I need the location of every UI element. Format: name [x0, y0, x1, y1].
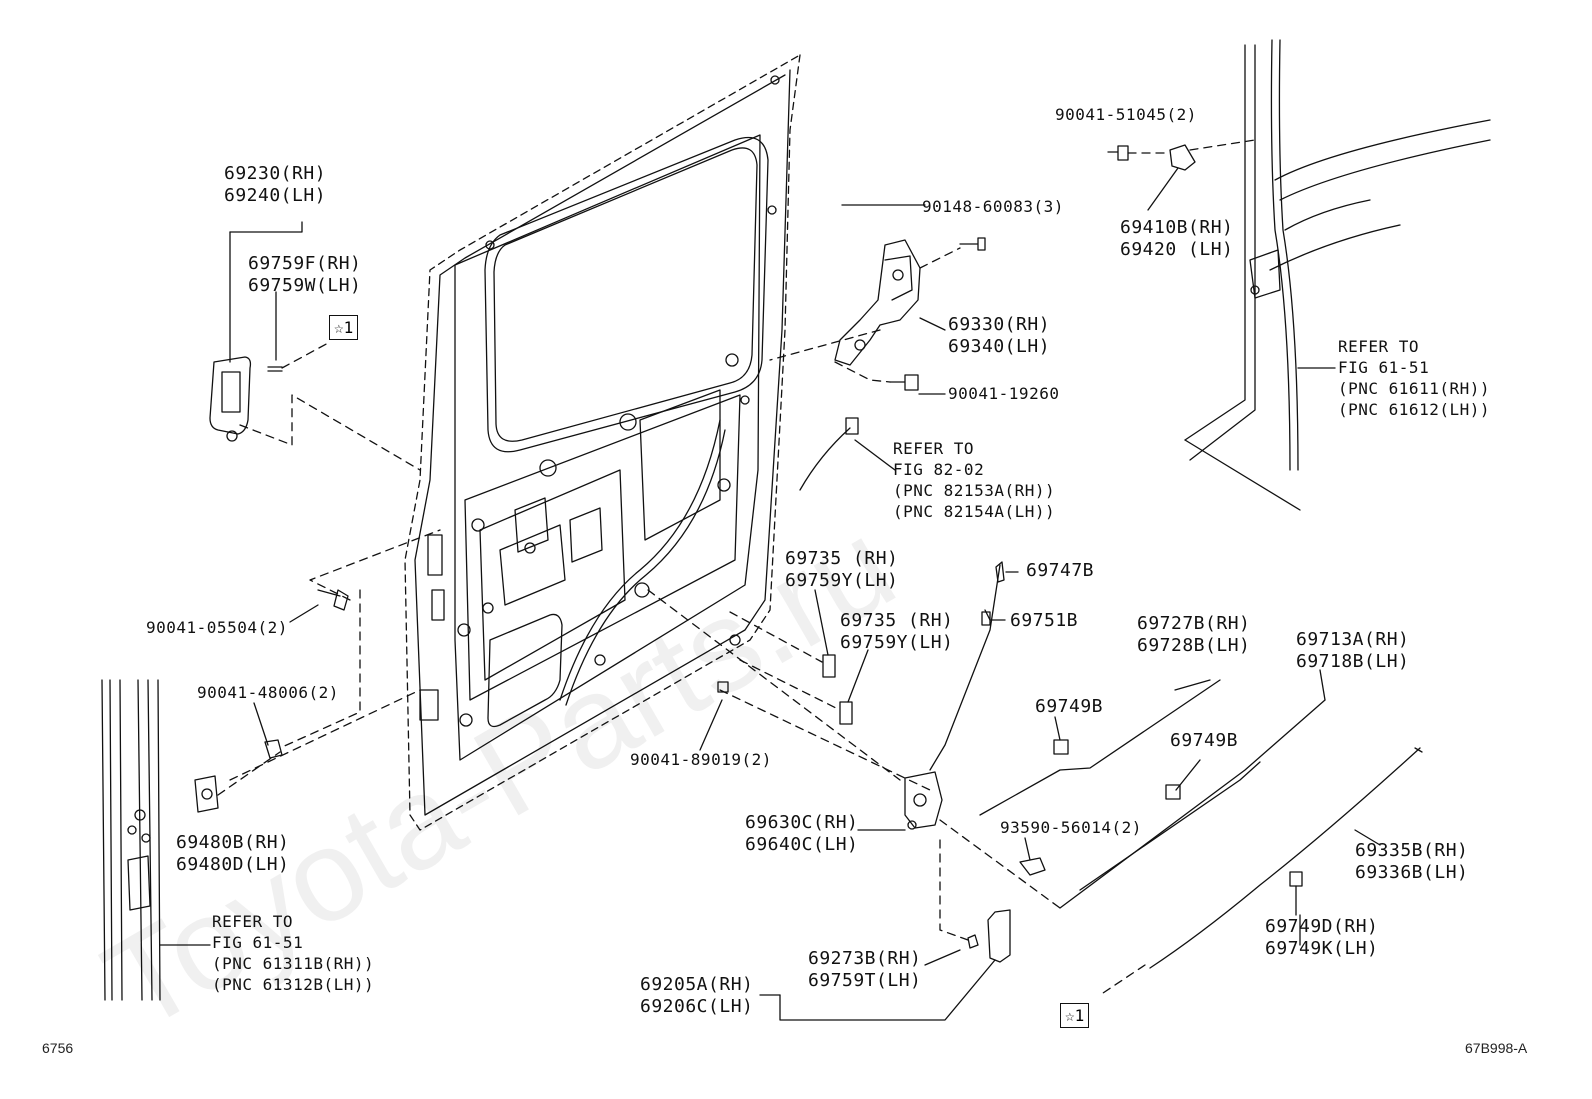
label-69727b: 69727B(RH): [1137, 613, 1251, 634]
label-69751b: 69751B: [1010, 610, 1079, 631]
label-69273b: 69273B(RH): [808, 948, 922, 969]
refer-fig-61-51-top-line3: (PNC 61611(RH)): [1338, 379, 1490, 398]
star-reference-bottom: ☆1: [1060, 1003, 1090, 1029]
refer-fig-61-51-top-line1: REFER TO: [1338, 337, 1420, 356]
refer-fig-61-51-bottom-line3: (PNC 61311B(RH)): [212, 954, 375, 973]
label-69205a: 69205A(RH): [640, 974, 754, 995]
label-69759f: 69759F(RH): [248, 253, 362, 274]
leader-lines: [253, 204, 1381, 1021]
label-69340: 69340(LH): [948, 336, 1051, 357]
label-69735-upper: 69735 (RH): [785, 548, 899, 569]
cables-and-rods: [799, 417, 1423, 969]
assembly-guide-lines: [217, 139, 1256, 996]
label-69206c: 69206C(LH): [640, 996, 754, 1017]
label-69420: 69420 (LH): [1120, 239, 1234, 260]
refer-fig-61-51-top-line2: FIG 61-51: [1338, 358, 1430, 377]
label-69240: 69240(LH): [224, 185, 327, 206]
label-69410b: 69410B(RH): [1120, 217, 1234, 238]
label-69336b: 69336B(LH): [1355, 862, 1469, 883]
label-90041-48006: 90041-48006(2): [197, 683, 339, 702]
inside-handle-69230: [209, 221, 303, 442]
refer-fig-82-02-line1: REFER TO: [893, 439, 975, 458]
label-69749b-left: 69749B: [1035, 696, 1104, 717]
lower-latch-69630c: [857, 771, 1046, 876]
label-69640c: 69640C(LH): [745, 834, 859, 855]
label-69480b: 69480B(RH): [176, 832, 290, 853]
label-69330: 69330(RH): [948, 314, 1051, 335]
label-69759y-lower: 69759Y(LH): [840, 632, 954, 653]
label-69759t: 69759T(LH): [808, 970, 922, 991]
label-69713a: 69713A(RH): [1296, 629, 1410, 650]
cover-69205a: [967, 909, 1011, 963]
label-90041-51045: 90041-51045(2): [1055, 105, 1197, 124]
star-reference-top: ☆1: [329, 315, 359, 341]
label-69718b: 69718B(LH): [1296, 651, 1410, 672]
label-69728b: 69728B(LH): [1137, 635, 1251, 656]
refer-fig-61-51-bottom-line4: (PNC 61312B(LH)): [212, 975, 375, 994]
refer-fig-61-51-bottom-line2: FIG 61-51: [212, 933, 304, 952]
label-69749k: 69749K(LH): [1265, 938, 1379, 959]
label-90041-19260: 90041-19260: [948, 384, 1060, 403]
refer-fig-82-02-line3: (PNC 82153A(RH)): [893, 481, 1056, 500]
label-69759y-upper: 69759Y(LH): [785, 570, 899, 591]
refer-fig-61-51-top-line4: (PNC 61612(LH)): [1338, 400, 1490, 419]
label-69335b: 69335B(RH): [1355, 840, 1469, 861]
label-69749b-right: 69749B: [1170, 730, 1239, 751]
label-90041-05504: 90041-05504(2): [146, 618, 288, 637]
b-pillar-left: [101, 679, 211, 1001]
label-69230: 69230(RH): [224, 163, 327, 184]
label-69759w: 69759W(LH): [248, 275, 362, 296]
label-90148-60083: 90148-60083(3): [922, 197, 1064, 216]
refer-fig-82-02-line2: FIG 82-02: [893, 460, 985, 479]
door-panel-outline: [404, 54, 801, 831]
label-69480d: 69480D(LH): [176, 854, 290, 875]
label-69747b: 69747B: [1026, 560, 1095, 581]
label-69749d: 69749D(RH): [1265, 916, 1379, 937]
page-number: 6756: [42, 1040, 74, 1056]
refer-fig-82-02-line4: (PNC 82154A(LH)): [893, 502, 1056, 521]
label-90041-89019: 90041-89019(2): [630, 750, 772, 769]
label-69735-lower: 69735 (RH): [840, 610, 954, 631]
label-69630c: 69630C(RH): [745, 812, 859, 833]
refer-fig-61-51-bottom-line1: REFER TO: [212, 912, 294, 931]
rear-body-panel-right: [1107, 39, 1491, 511]
figure-code: 67B998-A: [1465, 1040, 1528, 1056]
door-covers-69735: [814, 589, 869, 725]
label-93590-56014: 93590-56014(2): [1000, 818, 1142, 837]
